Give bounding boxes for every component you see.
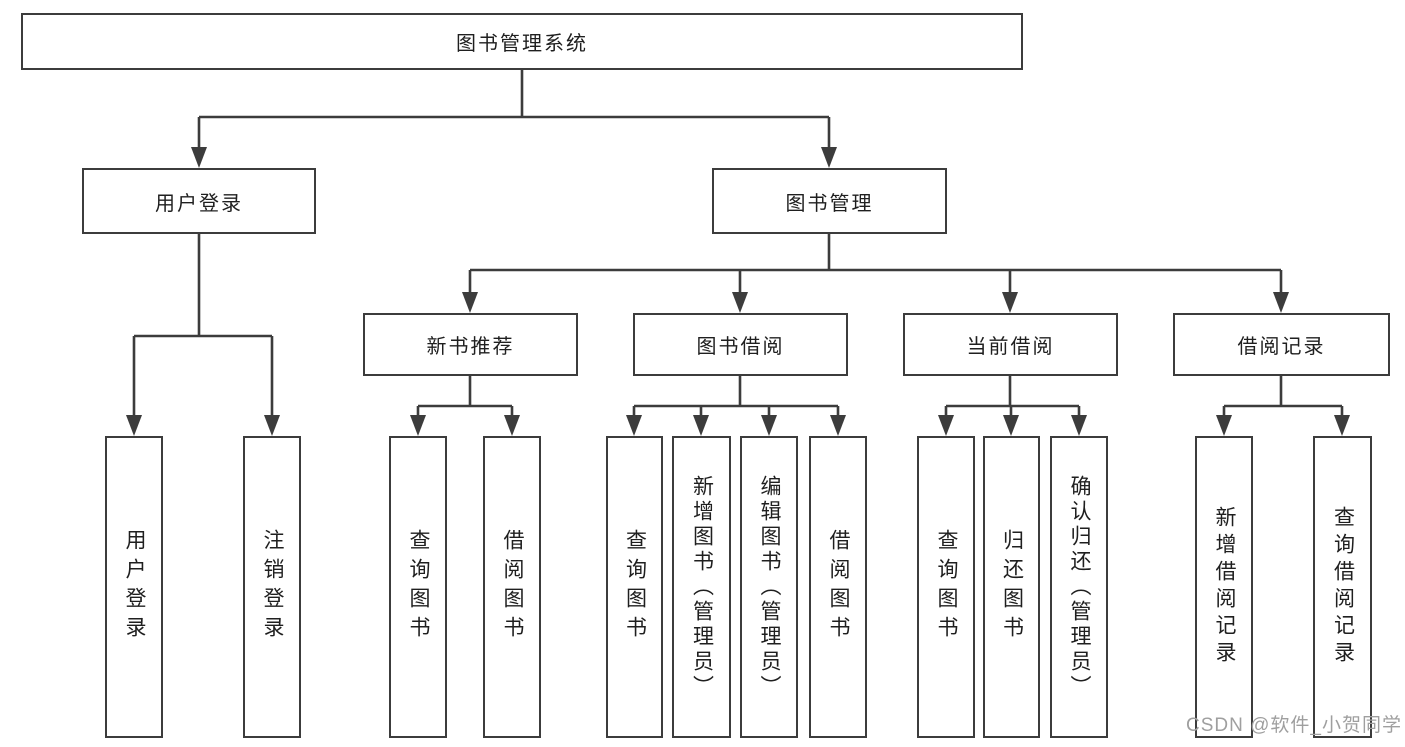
leaf-records-query-record-label: 查询借阅记录 <box>1331 506 1355 668</box>
connector-book-borrow-branch <box>626 376 846 436</box>
connector-root-to-level2 <box>191 70 837 168</box>
connector-current-borrow-branch <box>938 376 1087 436</box>
connector-book-management-branch <box>462 234 1289 313</box>
leaf-borrowing-edit-books-admin: 编辑图书（管理员） <box>740 436 798 738</box>
node-root-label: 图书管理系统 <box>456 33 588 55</box>
leaf-recommend-query-books: 查询图书 <box>389 436 447 738</box>
node-book-management-label: 图书管理 <box>785 192 874 215</box>
csdn-watermark: CSDN @软件_小贺同学 <box>1186 715 1402 736</box>
leaf-borrowing-add-books-admin: 新增图书（管理员） <box>672 436 731 738</box>
node-current-borrowing-label: 当前借阅 <box>966 336 1055 358</box>
leaf-current-query-books: 查询图书 <box>917 436 975 738</box>
leaf-records-query-record: 查询借阅记录 <box>1313 436 1372 738</box>
connector-new-book-branch <box>410 376 520 436</box>
leaf-borrowing-borrow-books: 借阅图书 <box>809 436 867 738</box>
node-borrowing-records: 借阅记录 <box>1173 313 1390 376</box>
leaf-user-login: 用户登录 <box>105 436 163 738</box>
leaf-borrowing-edit-books-admin-label: 编辑图书（管理员） <box>758 474 782 700</box>
leaf-logout: 注销登录 <box>243 436 301 738</box>
leaf-records-add-record: 新增借阅记录 <box>1195 436 1253 738</box>
node-book-borrowing-label: 图书借阅 <box>696 336 785 358</box>
leaf-recommend-borrow-books: 借阅图书 <box>483 436 541 738</box>
leaf-current-return-books: 归还图书 <box>983 436 1040 738</box>
node-book-borrowing: 图书借阅 <box>633 313 848 376</box>
leaf-logout-label: 注销登录 <box>261 529 285 645</box>
node-new-book-recommend-label: 新书推荐 <box>426 336 515 358</box>
leaf-records-add-record-label: 新增借阅记录 <box>1213 506 1237 668</box>
node-new-book-recommend: 新书推荐 <box>363 313 578 376</box>
leaf-recommend-query-books-label: 查询图书 <box>407 529 431 645</box>
connector-user-login-branch <box>126 234 280 436</box>
leaf-current-return-books-label: 归还图书 <box>1000 529 1024 645</box>
leaf-current-confirm-return-admin-label: 确认归还（管理员） <box>1068 474 1092 700</box>
leaf-current-query-books-label: 查询图书 <box>935 529 959 645</box>
leaf-borrowing-query-books: 查询图书 <box>606 436 663 738</box>
node-user-login-label: 用户登录 <box>155 192 243 215</box>
node-current-borrowing: 当前借阅 <box>903 313 1118 376</box>
leaf-recommend-borrow-books-label: 借阅图书 <box>501 529 525 645</box>
leaf-borrowing-add-books-admin-label: 新增图书（管理员） <box>690 474 714 700</box>
leaf-borrowing-borrow-books-label: 借阅图书 <box>827 529 851 645</box>
leaf-borrowing-query-books-label: 查询图书 <box>623 529 647 645</box>
node-user-login: 用户登录 <box>82 168 316 234</box>
node-book-management: 图书管理 <box>712 168 947 234</box>
leaf-user-login-label: 用户登录 <box>123 529 147 645</box>
connector-borrow-records-branch <box>1216 376 1350 436</box>
node-borrowing-records-label: 借阅记录 <box>1237 336 1326 358</box>
leaf-current-confirm-return-admin: 确认归还（管理员） <box>1050 436 1108 738</box>
node-root: 图书管理系统 <box>21 13 1023 70</box>
